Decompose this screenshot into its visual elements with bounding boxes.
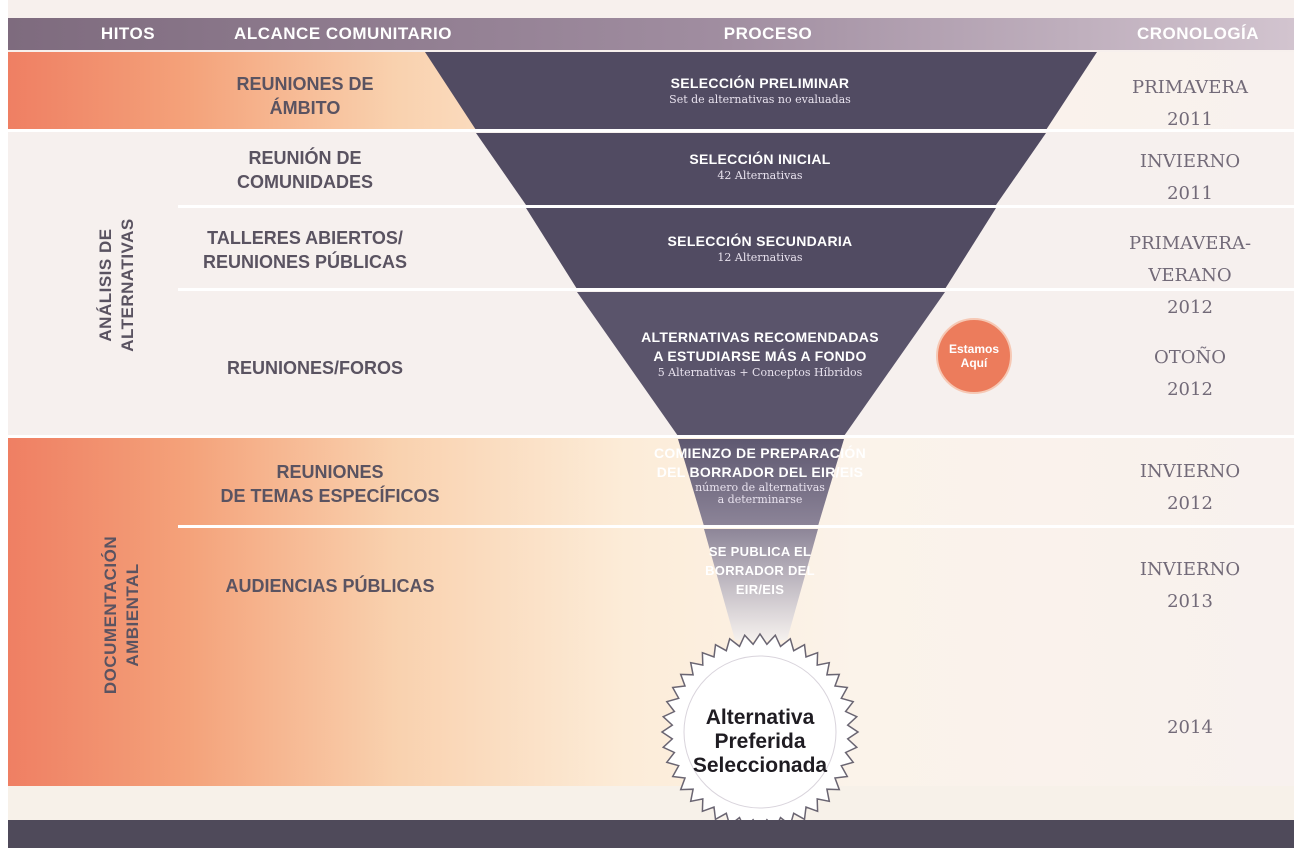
proceso-3-sub: 12 Alternativas — [717, 251, 803, 264]
alcance-1: REUNIONES DE ÁMBITO — [236, 74, 374, 118]
proceso-5: COMIENZO DE PREPARACIÓN DEL BORRADOR DEL… — [620, 444, 900, 506]
seal-inner-circle — [683, 655, 837, 809]
proceso-6: SE PUBLICA EL BORRADOR DEL EIR/EIS — [680, 542, 840, 599]
divider-1 — [8, 129, 1294, 132]
divider-5 — [178, 525, 1294, 528]
proceso-3-title: SELECCIÓN SECUNDARIA — [667, 233, 853, 249]
funnel-segment-2 — [476, 133, 1046, 205]
funnel-segment-6 — [704, 529, 818, 640]
proceso-4-title: ALTERNATIVAS RECOMENDADAS A ESTUDIARSE M… — [641, 329, 879, 364]
divider-4 — [8, 435, 1294, 438]
proceso-1: SELECCIÓN PRELIMINAR Set de alternativas… — [560, 74, 960, 107]
crono-3: PRIMAVERA-VERANO 2012 — [1128, 233, 1252, 318]
header-alcance: ALCANCE COMUNITARIO — [234, 24, 452, 43]
proceso-3: SELECCIÓN SECUNDARIA 12 Alternativas — [560, 232, 960, 265]
proceso-1-sub: Set de alternativas no evaluadas — [669, 93, 851, 106]
band-documentacion — [8, 436, 1294, 786]
funnel-segment-3 — [526, 208, 996, 289]
header-proceso: PROCESO — [723, 24, 813, 43]
estamos-aqui-badge: Estamos Aquí — [936, 318, 1012, 394]
hito-documentacion: DOCUMENTACIÓN AMBIENTAL — [101, 535, 142, 695]
alcance-3: TALLERES ABIERTOS/ REUNIONES PÚBLICAS — [202, 228, 408, 272]
alcance-5: REUNIONES DE TEMAS ESPECÍFICOS — [220, 462, 440, 506]
header-cronologia: CRONOLOGÍA — [1136, 24, 1260, 43]
proceso-2: SELECCIÓN INICIAL 42 Alternativas — [560, 150, 960, 183]
funnel-segment-4 — [577, 292, 945, 436]
seal-text: Alternativa Preferida Seleccionada — [692, 706, 828, 777]
crono-5: INVIERNO 2012 — [1139, 461, 1241, 514]
crono-2: INVIERNO 2011 — [1139, 151, 1241, 204]
divider-3 — [178, 288, 1294, 291]
footer-bar — [8, 820, 1294, 848]
band-bottom — [8, 786, 1294, 820]
alcance-6: AUDIENCIAS PÚBLICAS — [225, 576, 435, 596]
divider-2 — [178, 205, 1294, 208]
proceso-6-title: SE PUBLICA EL BORRADOR DEL EIR/EIS — [705, 544, 815, 597]
alcance-2: REUNIÓN DE COMUNIDADES — [236, 148, 373, 192]
alcance-4: REUNIONES/FOROS — [226, 358, 404, 378]
crono-6: INVIERNO 2013 — [1139, 559, 1241, 612]
proceso-5-sub: número de alternativas a determinarse — [695, 481, 825, 506]
crono-7: 2014 — [1167, 717, 1213, 738]
proceso-1-title: SELECCIÓN PRELIMINAR — [670, 75, 850, 91]
crono-1: PRIMAVERA 2011 — [1132, 77, 1248, 130]
header-bar: HITOS ALCANCE COMUNITARIO PROCESO CRONOL… — [8, 18, 1294, 50]
funnel-segment-5 — [678, 439, 844, 526]
proceso-4-sub: 5 Alternativas + Conceptos Híbridos — [657, 366, 863, 379]
proceso-4: ALTERNATIVAS RECOMENDADAS A ESTUDIARSE M… — [600, 328, 920, 380]
hito-analisis: ANÁLISIS DE ALTERNATIVAS — [96, 218, 137, 352]
header-hitos: HITOS — [100, 24, 156, 43]
crono-4: OTOÑO 2012 — [1153, 347, 1227, 400]
proceso-2-sub: 42 Alternativas — [717, 169, 803, 182]
funnel-segment-1 — [425, 52, 1097, 130]
proceso-5-title: COMIENZO DE PREPARACIÓN DEL BORRADOR DEL… — [654, 445, 866, 480]
proceso-2-title: SELECCIÓN INICIAL — [689, 151, 831, 167]
